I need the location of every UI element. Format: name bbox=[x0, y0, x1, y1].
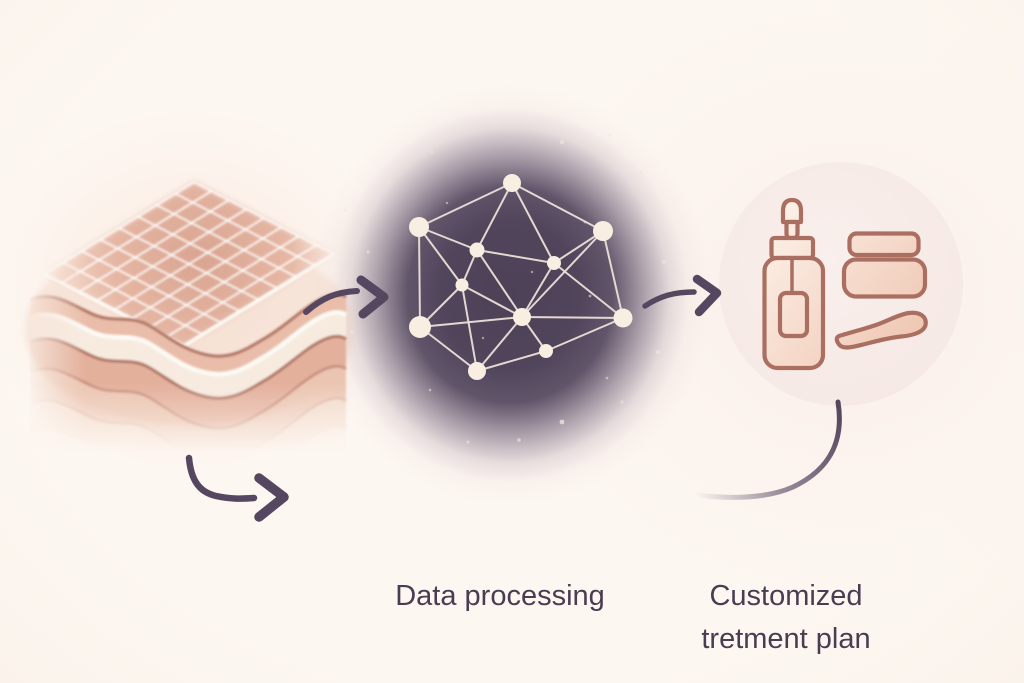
treatment-plan-line2: tretment plan bbox=[701, 623, 871, 655]
data-processing-label: Data processing bbox=[395, 580, 605, 612]
curved-arrow-icon bbox=[185, 454, 289, 522]
skin-underglow bbox=[25, 235, 355, 425]
skin-surface-edge-highlight bbox=[43, 252, 335, 349]
treatment-plan-label: Customized tretment plan bbox=[666, 575, 906, 661]
skin-surface-plane bbox=[44, 182, 334, 346]
network-glow bbox=[305, 80, 715, 510]
skin-grid-lines bbox=[43, 181, 335, 347]
treatment-products-circle bbox=[719, 162, 963, 406]
skin-layers-illustration bbox=[25, 181, 355, 586]
skin-cross-section-layers bbox=[30, 293, 346, 586]
treatment-plan-line1: Customized bbox=[709, 580, 863, 612]
connector-curve bbox=[692, 399, 842, 500]
